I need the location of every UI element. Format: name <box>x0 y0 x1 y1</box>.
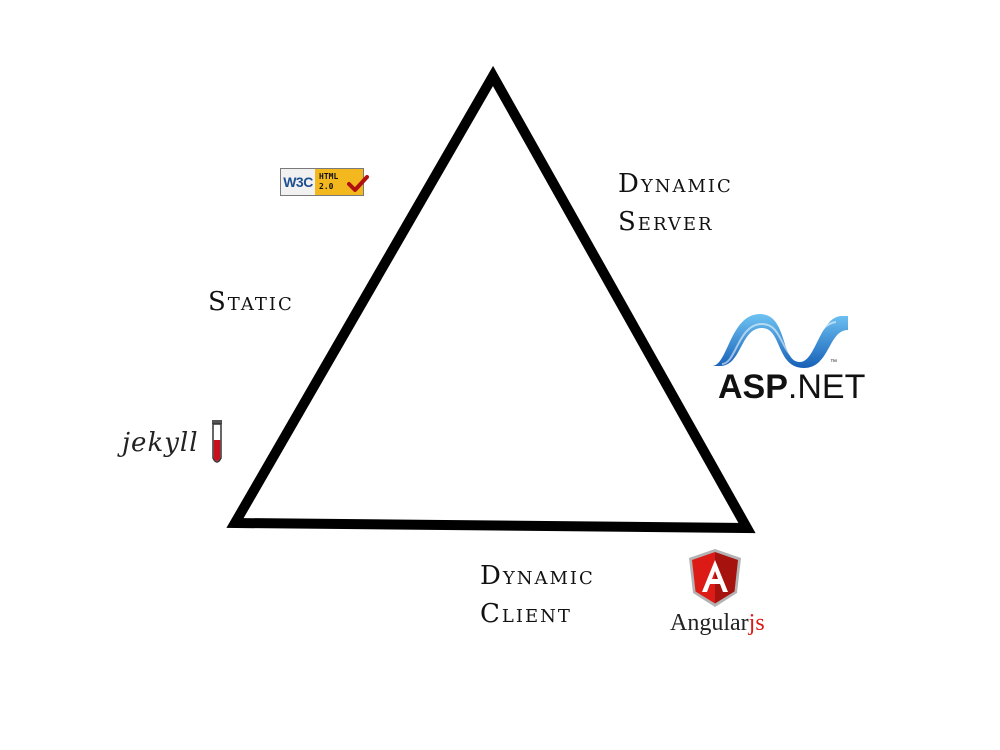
angular-main-text: Angular <box>670 610 749 636</box>
aspnet-bold-text: ASP <box>718 368 788 406</box>
jekyll-logo-text: jekyll <box>122 428 199 458</box>
aspnet-tm: ™ <box>830 359 837 366</box>
dynamic-client-label: Dynamic Client <box>480 557 595 633</box>
static-label-text: Static <box>208 287 294 317</box>
triangle-outline <box>226 65 756 534</box>
w3c-html-version: HTML 2.0 <box>315 169 369 195</box>
dynamic-server-line1: Dynamic <box>618 169 733 199</box>
angular-js-text: js <box>748 610 765 636</box>
aspnet-wave-icon: ™ <box>712 314 848 368</box>
dynamic-client-line2: Client <box>480 599 572 629</box>
w3c-version-label: 2.0 <box>319 182 334 191</box>
aspnet-net-text: .NET <box>787 368 866 406</box>
w3c-logo-text: W3C <box>283 174 313 190</box>
aspnet-logo-text: ASP.NET <box>718 368 865 407</box>
w3c-html-badge: W3C HTML 2.0 <box>280 168 369 196</box>
angularjs-logo: Angularjs <box>668 548 768 640</box>
angular-logo-text: Angularjs <box>670 610 765 637</box>
jekyll-logo: jekyll <box>118 418 228 470</box>
angular-shield-icon <box>689 549 741 607</box>
dynamic-client-line1: Dynamic <box>480 561 595 591</box>
aspnet-logo: ™ ASP.NET <box>708 306 865 406</box>
static-label: Static <box>208 283 294 321</box>
w3c-html-label: HTML <box>319 172 339 181</box>
dynamic-server-label: Dynamic Server <box>618 165 733 241</box>
checkmark-icon <box>347 175 369 192</box>
test-tube-icon <box>212 420 222 463</box>
dynamic-server-line2: Server <box>618 207 714 237</box>
